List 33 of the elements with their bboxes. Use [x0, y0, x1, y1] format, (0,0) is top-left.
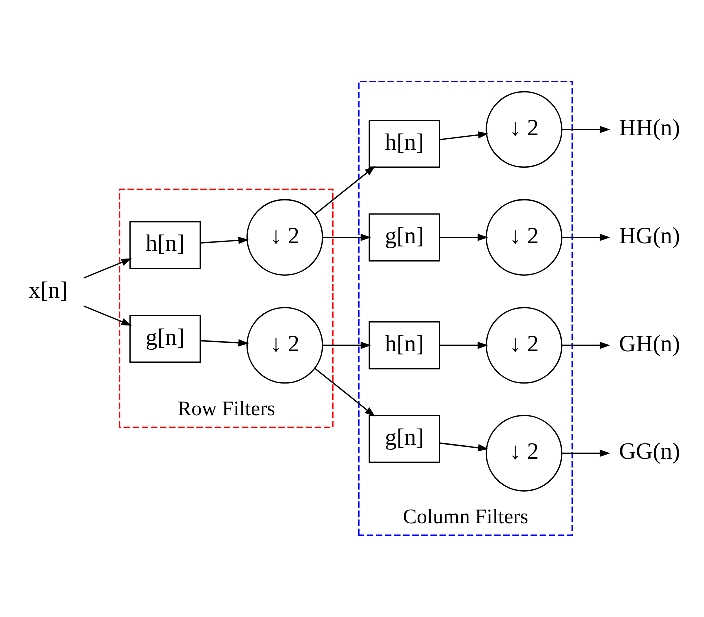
node-box: g[n]: [130, 315, 202, 364]
node-text: GH(n): [619, 331, 680, 358]
node-text: x[n]: [28, 278, 68, 304]
arrow: [200, 237, 250, 244]
arrow: [323, 342, 372, 350]
node-circle: ↓ 2: [486, 415, 563, 492]
node-box: h[n]: [130, 221, 202, 270]
node-text: HH(n): [619, 115, 680, 142]
arrow: [440, 442, 489, 452]
arrow: [440, 234, 488, 242]
arrow: [314, 166, 376, 215]
node-box: h[n]: [368, 322, 440, 370]
node-circle: ↓ 2: [486, 199, 563, 276]
node-text: HG(n): [619, 223, 680, 250]
arrow: [84, 306, 132, 326]
node-box: h[n]: [368, 120, 440, 168]
arrow: [323, 234, 372, 242]
arrow: [440, 132, 489, 141]
node-circle: ↓ 2: [246, 307, 324, 384]
node-box: g[n]: [368, 415, 440, 464]
node-circle: ↓ 2: [246, 199, 324, 276]
arrow: [562, 450, 610, 458]
arrow: [440, 342, 488, 350]
arrow: [84, 258, 132, 279]
arrow: [562, 234, 610, 242]
arrow: [314, 368, 376, 417]
arrow: [200, 339, 250, 347]
node-circle: ↓ 2: [486, 307, 563, 384]
node-box: g[n]: [368, 214, 440, 262]
arrow: [562, 342, 610, 350]
node-circle: ↓ 2: [486, 91, 563, 168]
arrow: [562, 126, 610, 134]
node-text: GG(n): [619, 439, 680, 466]
